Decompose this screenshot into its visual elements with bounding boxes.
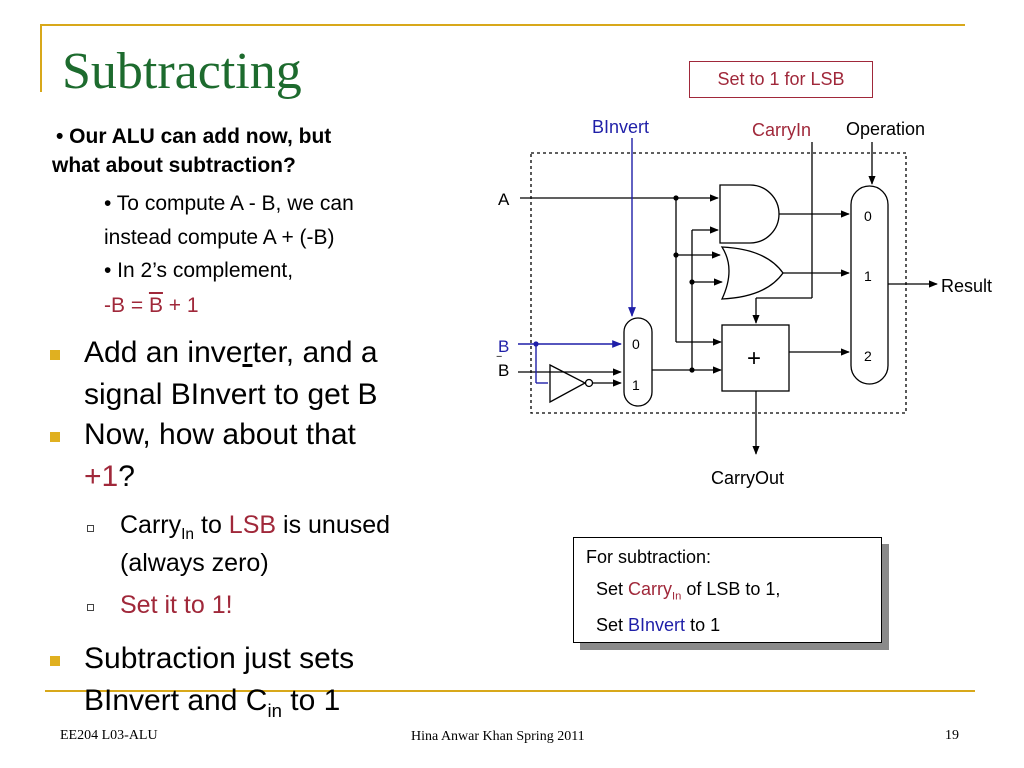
step-line-2: • In 2’s complement, bbox=[104, 259, 294, 282]
bullet-inverter-line-2: signal BInvert to get B bbox=[84, 378, 378, 411]
question-mark: ? bbox=[118, 460, 135, 493]
junction-dot bbox=[689, 367, 695, 373]
bullet-marker bbox=[50, 432, 60, 442]
carry-sub: In bbox=[181, 526, 195, 543]
unused-text: is unused bbox=[276, 511, 391, 539]
carryout-label: CarryOut bbox=[711, 468, 784, 488]
box-binvert-text: BInvert bbox=[628, 615, 686, 635]
sub-bullet-carry-line-2: (always zero) bbox=[120, 549, 269, 577]
footer-author: Hina Anwar Khan Spring 2011 bbox=[411, 729, 585, 744]
box-carry-text: Carry bbox=[628, 579, 673, 599]
formula-post: + 1 bbox=[162, 294, 199, 317]
step-line-1b: instead compute A + (-B) bbox=[104, 226, 335, 249]
bullet-subtraction-line-2: BInvert and Cin to 1 bbox=[84, 683, 340, 722]
to-one-text: to 1 bbox=[281, 684, 341, 717]
junction-dot bbox=[673, 195, 679, 201]
a-label: A bbox=[498, 190, 510, 209]
sub-bullet-carry-line-1: CarryIn to LSB is unused bbox=[120, 510, 390, 545]
and-gate bbox=[719, 184, 780, 244]
bullet-marker bbox=[50, 656, 60, 666]
bullet-subtraction-line-1: Subtraction just sets bbox=[84, 642, 355, 675]
junction-dot bbox=[689, 279, 695, 285]
inverter-text-post: ter, and a bbox=[252, 336, 378, 369]
neg-b-formula: -B = B + 1 bbox=[104, 293, 199, 318]
carry-text: Carry bbox=[120, 511, 182, 539]
sub-bullet-set-it: Set it to 1! bbox=[120, 591, 233, 619]
box-line-1: For subtraction: bbox=[586, 547, 712, 567]
to-text: to bbox=[194, 511, 229, 539]
bullet-marker bbox=[50, 350, 60, 360]
junction-dot bbox=[533, 341, 539, 347]
bottom-rule bbox=[45, 690, 975, 692]
step-line-1a: • To compute A - B, we can bbox=[104, 192, 354, 215]
binvert-label: BInvert bbox=[592, 117, 649, 137]
bullet-inverter-line-1: Add an inverter, and a bbox=[84, 335, 378, 371]
inverter-text-r: r bbox=[242, 336, 253, 369]
bullet-plus-one-line-2: +1? bbox=[84, 459, 135, 495]
formula-pre: -B = bbox=[104, 294, 149, 317]
sub-bullet-marker bbox=[87, 604, 94, 611]
question-line-2: what about subtraction? bbox=[52, 154, 296, 177]
alu-diagram: BInvert CarryIn Operation A B B ‾ 0 1 0 … bbox=[496, 117, 992, 488]
bullet-plus-one-line-1: Now, how about that bbox=[84, 418, 356, 451]
small-mux-0: 0 bbox=[632, 336, 640, 352]
sub-bullet-marker bbox=[87, 525, 94, 532]
inverter-text-pre: Add an inve bbox=[84, 336, 243, 369]
box-carry-sub: In bbox=[672, 590, 682, 603]
small-mux-1: 1 bbox=[632, 377, 640, 393]
junction-dot bbox=[673, 252, 679, 258]
b-bottom-label: B bbox=[498, 361, 509, 380]
carryin-label: CarryIn bbox=[752, 120, 811, 140]
box-set-text: Set bbox=[596, 579, 629, 599]
binvert-mux bbox=[623, 317, 653, 407]
box-line-3: Set BInvert to 1 bbox=[596, 615, 720, 636]
formula-b-bar: B bbox=[148, 294, 163, 317]
inverter-bubble bbox=[584, 378, 594, 388]
footer-page-number: 19 bbox=[945, 728, 959, 743]
result-mux bbox=[850, 185, 889, 385]
box-to-one-text: to 1 bbox=[685, 615, 721, 635]
big-mux-1: 1 bbox=[864, 268, 872, 284]
footer-course: EE204 L03-ALU bbox=[60, 728, 158, 743]
plus-one-text: +1 bbox=[84, 460, 119, 493]
top-rule bbox=[40, 24, 965, 26]
or-gate bbox=[720, 246, 784, 300]
big-mux-2: 2 bbox=[864, 348, 872, 364]
big-mux-0: 0 bbox=[864, 208, 872, 224]
operation-label: Operation bbox=[846, 119, 925, 139]
left-rule bbox=[40, 24, 42, 92]
cin-sub: in bbox=[267, 700, 282, 721]
result-label: Result bbox=[941, 276, 992, 296]
subtraction-info-box: For subtraction: Set CarryIn of LSB to 1… bbox=[573, 537, 882, 643]
inverter-triangle bbox=[549, 363, 587, 404]
box-set-text-2: Set bbox=[596, 615, 629, 635]
b-bar: ‾ bbox=[496, 354, 502, 369]
box-lsb-text: of LSB to 1, bbox=[681, 579, 781, 599]
adder-symbol: + bbox=[747, 345, 761, 372]
slide-title: Subtracting bbox=[62, 43, 302, 100]
lsb-text: LSB bbox=[228, 511, 277, 539]
binvert-and-c-text: BInvert and C bbox=[84, 684, 268, 717]
lsb-callout: Set to 1 for LSB bbox=[689, 61, 873, 98]
b-top-label: B bbox=[498, 337, 509, 356]
alu-cell-boundary bbox=[530, 152, 907, 414]
question-line-1: • Our ALU can add now, but bbox=[56, 125, 332, 148]
box-line-2: Set CarryIn of LSB to 1, bbox=[596, 579, 780, 603]
